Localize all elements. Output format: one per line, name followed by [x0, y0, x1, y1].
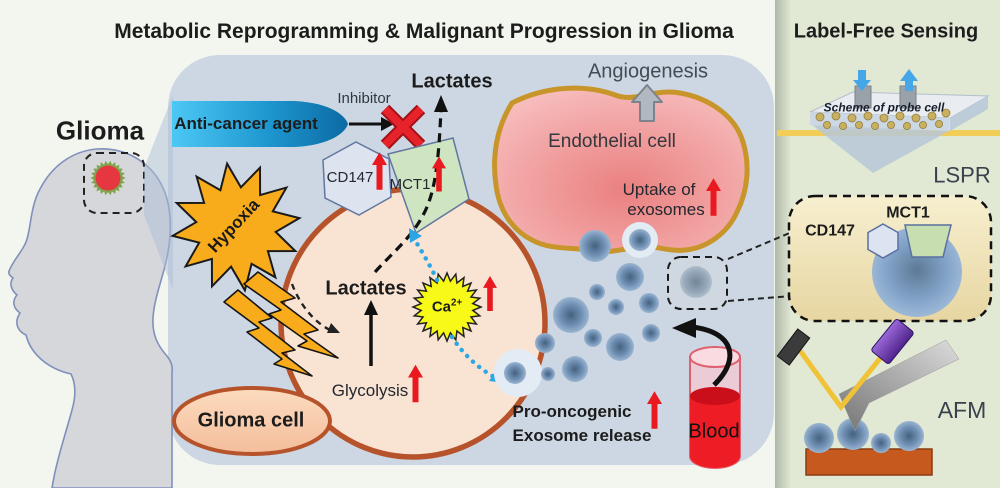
exosome [541, 367, 555, 381]
calcium-label: Ca2+ [431, 297, 463, 316]
calcium-charge: 2+ [451, 297, 463, 309]
glioma-cell-label-bubble [172, 386, 332, 456]
exosome [535, 333, 555, 353]
zoom-callout-line [727, 231, 793, 260]
prism-right-face [950, 96, 988, 131]
lspr-label: LSPR [933, 162, 991, 188]
lactate-export-path [373, 109, 443, 274]
panel-divider-shadow [775, 0, 791, 488]
mct1-label: MCT1 [389, 176, 431, 194]
main-title: Metabolic Reprogramming & Malignant Prog… [114, 19, 734, 43]
glioma-label: Glioma [55, 115, 145, 146]
release-to-blood-arrow [691, 324, 733, 387]
exosome-cluster [535, 222, 660, 382]
head-silhouette [7, 148, 174, 488]
light-out-arrow-icon [900, 69, 918, 91]
afm-scheme [776, 319, 960, 476]
release-label-line2: Exosome release [512, 426, 652, 446]
lactates-intracellular-label: Lactates [325, 277, 407, 300]
cd147-label: CD147 [326, 169, 374, 187]
anti-cancer-agent-label: Anti-cancer agent [174, 114, 318, 134]
uptake-label-line2: exosomes [627, 200, 705, 220]
exosome [606, 333, 634, 361]
exosome [553, 297, 589, 333]
exosome [608, 299, 624, 315]
budding-exosome [504, 362, 526, 384]
blocked-x-icon [380, 104, 426, 150]
afm-label: AFM [937, 396, 987, 423]
lactate-production-arrowhead [327, 323, 340, 333]
light-in-arrow-icon [853, 70, 871, 91]
exosome [584, 329, 602, 347]
endothelial-cell-label: Endothelial cell [548, 131, 676, 153]
tumor-zoom-box [83, 152, 145, 214]
inhibitor-label: Inhibitor [337, 90, 391, 108]
exosome [562, 356, 588, 382]
afm-laser-beam [798, 348, 889, 412]
lightning-bolt-icon [243, 271, 339, 359]
blood-label: Blood [688, 420, 740, 443]
lactates-exported-label: Lactates [411, 70, 493, 93]
tumor-icon [95, 165, 121, 191]
lactate-production-path [290, 283, 331, 332]
exosome [639, 293, 659, 313]
glycolysis-arrowhead [364, 300, 378, 315]
blood-tube-opening [689, 346, 741, 368]
hypoxia-burst [169, 160, 303, 294]
afm-cell [871, 433, 891, 453]
afm-substrate [805, 448, 933, 476]
sensing-title: Label-Free Sensing [793, 20, 979, 43]
exosome [589, 284, 605, 300]
exosome-zoomed [680, 266, 712, 298]
prism-body [812, 125, 949, 173]
afm-cell [894, 421, 924, 451]
afm-cell [837, 418, 869, 450]
glioma-cell-label: Glioma cell [197, 409, 305, 432]
calcium-signal-paths [410, 234, 497, 380]
angiogenesis-up-arrow-icon [631, 84, 663, 122]
lactate-export-arrowhead [434, 95, 448, 112]
release-label-line1: Pro-oncogenic [512, 402, 632, 422]
endothelial-cell-body [492, 85, 750, 255]
afm-laser-source [871, 319, 914, 364]
blood-tube [689, 346, 741, 469]
sensing-mct1-label: MCT1 [886, 204, 930, 222]
exosome [616, 263, 644, 291]
exosome [629, 229, 651, 251]
glycolysis-label: Glycolysis [331, 381, 409, 401]
calcium-signal-arrowhead [409, 228, 422, 243]
probe-scheme-label: Scheme of probe cell [823, 100, 945, 115]
gold-nanoparticles [815, 108, 951, 131]
uptake-label-line1: Uptake of [622, 180, 696, 200]
zoom-beam [144, 95, 173, 290]
mct1-trapezoid [387, 137, 470, 235]
blood-surface [690, 387, 740, 405]
release-to-blood-arrowhead [672, 318, 696, 338]
exosome [642, 324, 660, 342]
exosome [579, 230, 611, 262]
afm-photodetector [776, 328, 811, 366]
zoom-callout-line [727, 295, 793, 302]
calcium-burst [411, 271, 483, 343]
blood-liquid [690, 396, 740, 468]
inhibitor-arrowhead [381, 117, 394, 131]
afm-cell [804, 423, 834, 453]
anti-cancer-agent-bullet [172, 101, 348, 147]
sensing-cd147-label: CD147 [805, 222, 855, 240]
sensing-mct1-trapezoid [904, 224, 952, 258]
angiogenesis-label: Angiogenesis [587, 60, 709, 83]
calcium-symbol: Ca [431, 298, 452, 316]
lightning-bolt-icon [223, 289, 313, 377]
sensing-cd147-hexagon [867, 223, 899, 259]
